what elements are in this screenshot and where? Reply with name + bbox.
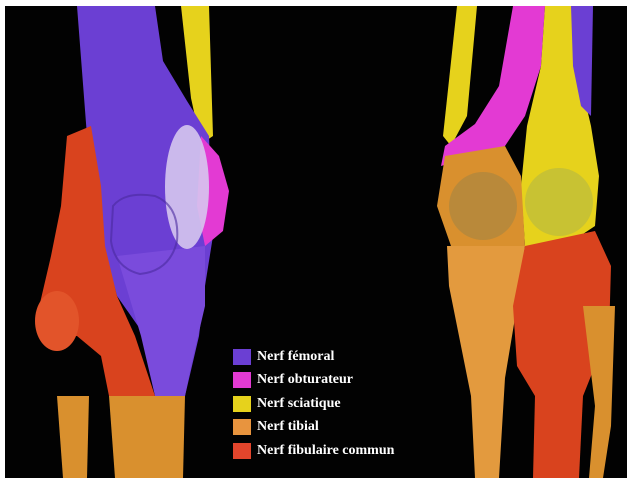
legend-item-femoral: Nerf fémoral bbox=[233, 345, 394, 369]
right-tibial-tibia bbox=[447, 246, 525, 478]
legend-item-tibial: Nerf tibial bbox=[233, 416, 394, 440]
right-sciatic-strip bbox=[443, 6, 477, 146]
legend-label-sciatic: Nerf sciatique bbox=[257, 396, 341, 412]
right-medial-condyle bbox=[449, 172, 517, 240]
left-fibula-head bbox=[35, 291, 79, 351]
legend-swatch-obturator bbox=[233, 372, 251, 388]
legend-swatch-femoral bbox=[233, 349, 251, 365]
legend-label-obturator: Nerf obturateur bbox=[257, 372, 353, 388]
legend: Nerf fémoral Nerf obturateur Nerf sciati… bbox=[233, 345, 394, 463]
left-patella bbox=[165, 125, 209, 249]
right-common-fibular-lower bbox=[533, 396, 583, 478]
legend-swatch-common-fibular bbox=[233, 443, 251, 459]
left-knee bbox=[35, 6, 229, 478]
left-tibial-lower-tibia bbox=[109, 396, 185, 478]
right-tibial-fibula bbox=[583, 306, 615, 478]
legend-swatch-sciatic bbox=[233, 396, 251, 412]
legend-label-common-fibular: Nerf fibulaire commun bbox=[257, 443, 394, 459]
knee-innervation-diagram: Nerf fémoral Nerf obturateur Nerf sciati… bbox=[5, 6, 627, 478]
legend-label-femoral: Nerf fémoral bbox=[257, 349, 334, 365]
right-knee bbox=[437, 6, 615, 478]
legend-item-sciatic: Nerf sciatique bbox=[233, 392, 394, 416]
legend-label-tibial: Nerf tibial bbox=[257, 419, 319, 435]
legend-swatch-tibial bbox=[233, 419, 251, 435]
left-tibial-lower-fibula bbox=[57, 396, 89, 478]
legend-item-obturator: Nerf obturateur bbox=[233, 369, 394, 393]
legend-item-common-fibular: Nerf fibulaire commun bbox=[233, 439, 394, 463]
right-lateral-condyle bbox=[525, 168, 593, 236]
